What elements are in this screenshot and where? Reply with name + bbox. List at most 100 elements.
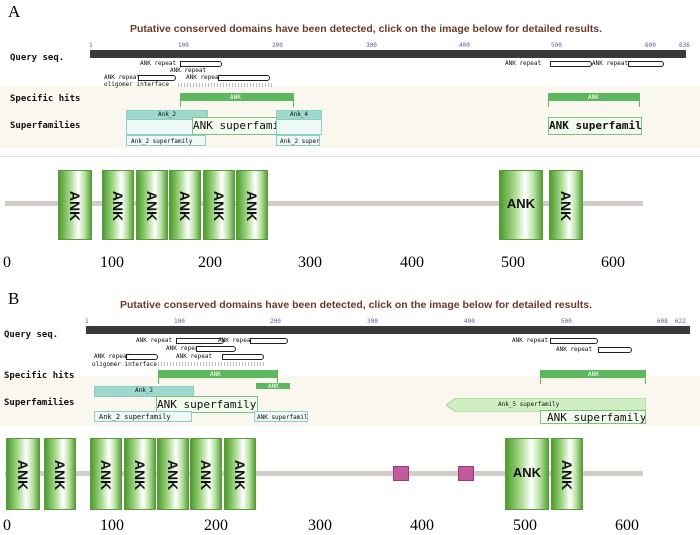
feature-label: ANK repeat — [186, 74, 223, 81]
feature-label: ANK repeat — [140, 60, 177, 67]
panel-label-a: A — [8, 2, 21, 21]
specific-hit-bar[interactable] — [158, 370, 278, 378]
ank-domain: ANK — [551, 438, 583, 510]
ank-domain: ANK — [499, 170, 543, 240]
superfamily-box-body[interactable] — [276, 119, 322, 135]
specific-hit-bar[interactable] — [180, 93, 294, 101]
specific-hit-bracket — [180, 101, 294, 107]
ank-label: ANK — [558, 190, 574, 222]
specific-hits-label-a: Specific hits — [10, 94, 81, 104]
ank-domain: ANK — [203, 170, 235, 240]
ank5-arrow-shape[interactable] — [446, 398, 646, 412]
specific-hit-bracket — [548, 101, 640, 107]
ank-domain: ANK — [169, 170, 201, 240]
axis-label: 0 — [3, 517, 11, 534]
tick: 500 — [551, 42, 562, 49]
ank-domain: ANK — [136, 170, 168, 240]
ank-domain: ANK — [58, 170, 92, 240]
tick: 1 — [89, 42, 93, 49]
feature-arrow[interactable] — [126, 354, 158, 360]
superfamily-box[interactable]: Ank_2 super — [276, 135, 320, 146]
tick: 400 — [464, 318, 475, 325]
specific-hits-label-b: Specific hits — [4, 371, 75, 381]
specific-hit-bar[interactable] — [540, 370, 646, 378]
feature-label: ANK repeat — [94, 353, 131, 360]
specific-hit-bar[interactable] — [256, 383, 290, 389]
tick: 600 — [645, 42, 656, 49]
feature-arrow[interactable] — [196, 346, 236, 352]
feature-label: ANK repeat — [218, 337, 255, 344]
tick: 400 — [459, 42, 470, 49]
ank-domain: ANK — [124, 438, 156, 510]
ank-domain: ANK — [6, 438, 40, 510]
superfamily-box[interactable]: ANK superfamily — [192, 117, 282, 135]
feature-arrow[interactable] — [550, 338, 598, 344]
superfamily-box[interactable]: ANK superfamily — [540, 410, 646, 424]
tick: 100 — [178, 42, 189, 49]
cdd-title-b[interactable]: Putative conserved domains have been det… — [120, 299, 593, 311]
superfamily-box[interactable]: ANK superfamil — [254, 411, 308, 422]
ank-label: ANK — [512, 465, 542, 480]
feature-arrow[interactable] — [222, 354, 264, 360]
ank-label: ANK — [165, 459, 182, 491]
superfamily-box[interactable]: Ank_2 superfamily — [126, 135, 206, 146]
superfamily-box[interactable]: ANK superfamily — [156, 396, 258, 413]
motif-box — [458, 466, 474, 481]
superfamilies-label-b: Superfamilies — [4, 398, 75, 408]
cdd-title-a[interactable]: Putative conserved domains have been det… — [130, 23, 603, 35]
divider — [0, 156, 700, 157]
feature-arrow[interactable] — [176, 338, 224, 344]
feature-arrow[interactable] — [250, 338, 288, 344]
superfamily-box[interactable]: Ank_2 — [94, 386, 194, 397]
superfamily-box[interactable]: ANK superfamily — [548, 117, 642, 135]
feature-arrow[interactable] — [628, 61, 664, 67]
feature-label: ANK repeat — [136, 337, 173, 344]
feature-arrow[interactable] — [218, 75, 270, 81]
ank-domain: ANK — [102, 170, 134, 240]
tick: 300 — [367, 318, 378, 325]
axis-label: 500 — [501, 254, 525, 271]
tick: 200 — [272, 42, 283, 49]
superfamily-box[interactable]: Ank_2 superfamily — [94, 411, 192, 422]
axis-label: 600 — [601, 254, 625, 271]
ank-label: ANK — [232, 459, 249, 491]
panel-label-b: B — [8, 289, 20, 308]
feature-arrow[interactable] — [598, 347, 632, 353]
feature-label: oligomer interface — [92, 361, 158, 368]
ank-label: ANK — [67, 190, 83, 222]
feature-label: ANK repeat — [170, 67, 207, 74]
axis-label: 400 — [400, 254, 424, 271]
feature-arrow[interactable] — [550, 61, 592, 67]
query-seq-bar-a[interactable] — [90, 50, 686, 58]
feature-label: ANK repeat — [512, 337, 549, 344]
tick: 500 — [561, 318, 572, 325]
tick: 300 — [366, 42, 377, 49]
ank-label: ANK — [506, 196, 536, 211]
specific-hit-bracket — [540, 378, 646, 384]
query-seq-bar-b[interactable] — [86, 326, 690, 334]
superfamily-label: Ank_5 superfamily — [498, 401, 560, 408]
ank-domain: ANK — [190, 438, 222, 510]
ank-label: ANK — [110, 190, 127, 222]
specific-hit-label: ANK — [268, 383, 279, 390]
superfamilies-label-a: Superfamilies — [10, 121, 81, 131]
oligomer-interface-hatch[interactable] — [158, 362, 264, 366]
oligomer-interface-hatch[interactable] — [178, 83, 274, 87]
ank-label: ANK — [559, 459, 576, 491]
feature-label: ANK repeat — [505, 60, 542, 67]
query-seq-label-a: Query seq. — [10, 53, 65, 63]
ank-label: ANK — [244, 190, 261, 222]
axis-label: 300 — [298, 254, 322, 271]
axis-label: 200 — [204, 517, 228, 534]
specific-hit-label: ANK — [588, 371, 599, 378]
feature-arrow[interactable] — [180, 61, 222, 67]
specific-hit-label: ANK — [230, 94, 241, 101]
axis-label: 600 — [615, 517, 639, 534]
ank-domain: ANK — [44, 438, 76, 510]
feature-arrow[interactable] — [138, 75, 176, 81]
specific-hit-bar[interactable] — [548, 93, 640, 101]
axis-label: 200 — [198, 254, 222, 271]
ank-label: ANK — [198, 459, 215, 491]
ank5-superfamily-arrow[interactable] — [446, 398, 646, 412]
feature-label: ANK repeat — [592, 60, 629, 67]
